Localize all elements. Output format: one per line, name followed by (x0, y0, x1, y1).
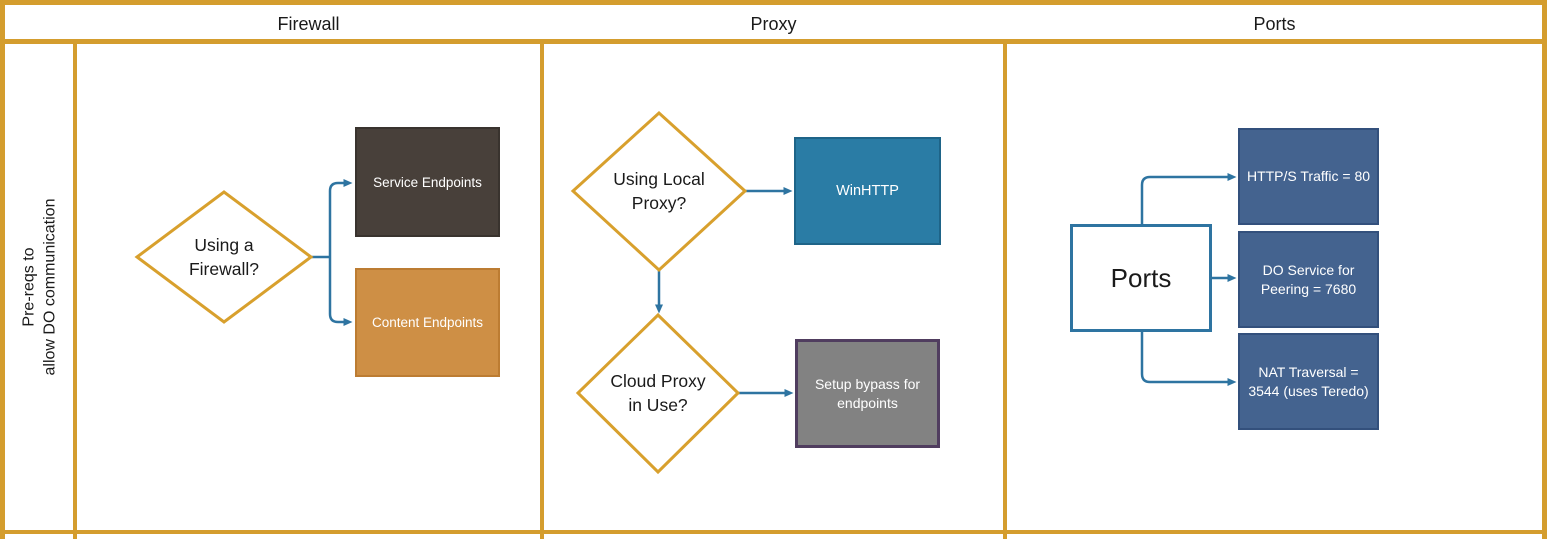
decision-label-line: Proxy? (631, 193, 687, 213)
decision-cloud-proxy-in-use (575, 312, 741, 475)
setup-bypass-line: endpoints (837, 394, 898, 411)
setup-bypass-box: Setup bypass for endpoints (795, 339, 940, 448)
lane-header-ports: Ports (1253, 13, 1296, 34)
lane-header-proxy: Proxy (750, 13, 797, 34)
decision-label-line: Using a (194, 235, 254, 255)
content-endpoints-label: Content Endpoints (371, 315, 484, 330)
service-endpoints-label: Service Endpoints (373, 174, 482, 190)
connector-ports-to-https (1140, 173, 1237, 224)
grid-left-border (0, 5, 5, 539)
winhttp-label: WinHTTP (836, 183, 899, 199)
setup-bypass-line: Setup bypass for (814, 375, 921, 392)
port-box-do-service-peering: DO Service for Peering = 7680 (1238, 231, 1379, 328)
grid-right-border (1542, 0, 1547, 539)
winhttp-box: WinHTTP (794, 137, 941, 245)
decision-using-local-proxy (570, 110, 748, 273)
decision-label-line: in Use? (628, 395, 688, 415)
grid-top-border (0, 0, 1547, 5)
grid-sidebar-divider (73, 44, 77, 539)
decision-label-line: Cloud Proxy (610, 371, 706, 391)
ports-source-box: Ports (1070, 224, 1212, 332)
decision-using-local-proxy-label: Using Local Proxy? (589, 167, 729, 215)
connector-firewall-to-service-endpoints (328, 179, 353, 257)
decision-label-line: Firewall? (188, 259, 260, 279)
grid-row-separator (0, 530, 1547, 534)
grid-header-separator (0, 39, 1547, 44)
grid-firewall-proxy-divider (540, 44, 544, 539)
decision-using-a-firewall-label: Using a Firewall? (154, 233, 294, 281)
service-endpoints-box: Service Endpoints (355, 127, 500, 237)
lane-header-firewall: Firewall (277, 13, 340, 34)
port-box-line: DO Service for (1262, 261, 1355, 278)
decision-using-a-firewall (134, 190, 314, 324)
connector-firewall-to-content-endpoints (328, 257, 353, 326)
port-box-https-traffic: HTTP/S Traffic = 80 (1238, 128, 1379, 225)
decision-label-line: Using Local (613, 169, 705, 189)
port-box-nat-traversal: NAT Traversal = 3544 (uses Teredo) (1238, 333, 1379, 430)
decision-cloud-proxy-label: Cloud Proxy in Use? (588, 369, 728, 417)
port-box-line: Peering = 7680 (1260, 280, 1357, 297)
ports-source-label: Ports (1110, 262, 1172, 293)
content-endpoints-box: Content Endpoints (355, 268, 500, 377)
connector-ports-to-nat (1140, 332, 1237, 386)
grid-proxy-ports-divider (1003, 44, 1007, 539)
port-box-line: NAT Traversal = (1258, 363, 1359, 380)
port-box-line: 3544 (uses Teredo) (1248, 382, 1369, 399)
port-box-line: HTTP/S Traffic = 80 (1246, 168, 1371, 184)
